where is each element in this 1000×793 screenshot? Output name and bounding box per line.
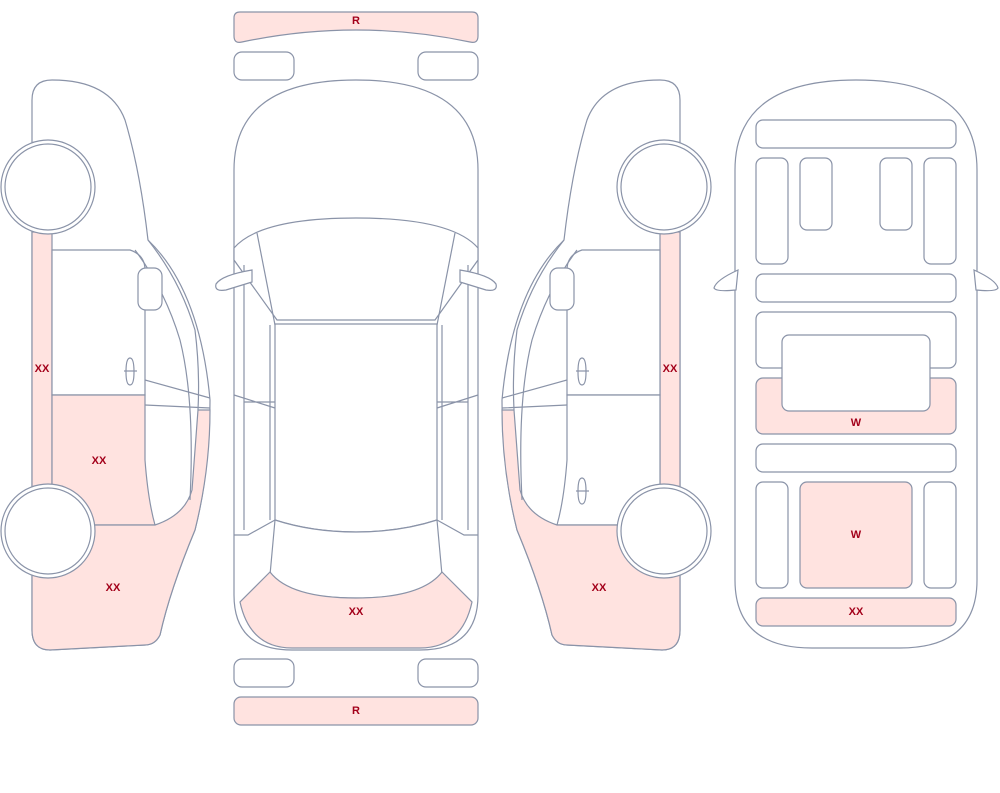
front-bumper-bottom-group[interactable]: R	[233, 696, 479, 726]
right-window-line	[512, 239, 565, 411]
left-front-wheel	[4, 143, 92, 231]
left-rocker-label: XX	[35, 363, 50, 375]
top-roof-rear[interactable]	[755, 443, 957, 473]
top-rear-right-quarter[interactable]	[923, 481, 957, 589]
center-view: XX	[215, 79, 497, 651]
windshield[interactable]	[233, 217, 479, 321]
rear-bumper-top-label: R	[352, 15, 360, 27]
top-rear-glass[interactable]	[799, 481, 913, 589]
top-rear-glass-label: W	[851, 529, 862, 541]
left-rocker-panel[interactable]	[31, 231, 53, 493]
top-down-mirror-left[interactable]	[713, 269, 739, 292]
left-pillar-line	[144, 379, 211, 409]
top-rear-left-quarter[interactable]	[755, 481, 789, 589]
right-front-wheel	[620, 143, 708, 231]
left-side-view: XX XX XX	[0, 79, 211, 651]
left-rear-wheel	[4, 487, 92, 575]
top-down-view: W W XX	[713, 79, 999, 649]
top-headlight-right[interactable]	[879, 157, 913, 231]
rear-bumper-top-group[interactable]: R	[233, 11, 479, 43]
top-rear-bumper[interactable]	[755, 597, 957, 627]
left-mirror[interactable]	[137, 267, 163, 311]
left-rear-quarter-label: XX	[106, 582, 121, 594]
top-front-left-fender[interactable]	[755, 157, 789, 265]
rear-light-left[interactable]	[233, 51, 295, 81]
front-bumper-bottom-label: R	[352, 705, 360, 717]
front-light-left[interactable]	[233, 658, 295, 688]
left-rear-door-label: XX	[92, 455, 107, 467]
front-light-right[interactable]	[417, 658, 479, 688]
top-rear-window-label: W	[851, 417, 862, 429]
right-rear-quarter-label: XX	[592, 582, 607, 594]
top-front-right-fender[interactable]	[923, 157, 957, 265]
top-hood[interactable]	[755, 273, 957, 303]
rear-light-right[interactable]	[417, 51, 479, 81]
right-side-view: XX XX	[501, 79, 712, 651]
front-hood-lower-label: XX	[349, 606, 364, 618]
top-front-bumper[interactable]	[755, 119, 957, 149]
center-right-side	[436, 265, 478, 536]
center-left-side	[234, 265, 276, 536]
front-hood-lower[interactable]	[239, 571, 473, 649]
top-sunroof[interactable]	[781, 334, 931, 412]
hood-panel[interactable]	[269, 519, 443, 599]
center-mirror-right[interactable]	[459, 269, 497, 291]
top-down-mirror-right[interactable]	[973, 269, 999, 292]
windshield-inner	[256, 232, 456, 326]
roof[interactable]	[274, 323, 438, 533]
right-rocker-label: XX	[663, 363, 678, 375]
front-bumper-bottom[interactable]	[233, 696, 479, 726]
right-pillar-line	[501, 379, 568, 409]
right-rocker-panel[interactable]	[659, 231, 681, 493]
center-mirror-left[interactable]	[215, 269, 253, 291]
top-rear-bumper-label: XX	[849, 606, 864, 618]
top-headlight-left[interactable]	[799, 157, 833, 231]
left-window-line	[147, 239, 200, 411]
right-rear-wheel	[620, 487, 708, 575]
rear-bumper-top[interactable]	[233, 11, 479, 43]
center-pillar-lines	[233, 394, 479, 409]
right-mirror[interactable]	[549, 267, 575, 311]
